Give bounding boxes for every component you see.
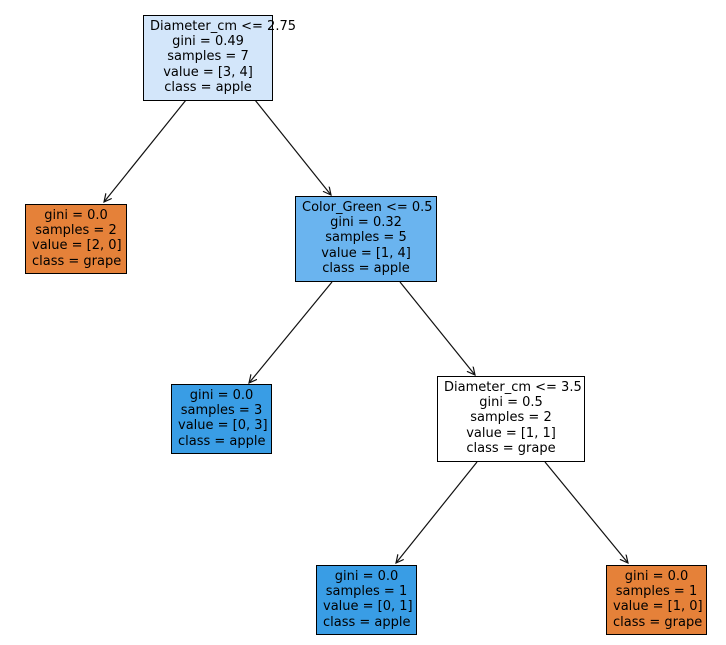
edge-right-right-to-left	[396, 461, 478, 563]
node-gini: gini = 0.32	[330, 215, 402, 231]
node-gini: gini = 0.49	[172, 34, 244, 50]
tree-node-left-leaf: gini = 0.0 samples = 2 value = [2, 0] cl…	[25, 204, 127, 274]
tree-node-root: Diameter_cm <= 2.75 gini = 0.49 samples …	[143, 15, 296, 101]
node-class: class = grape	[466, 440, 556, 456]
node-split-condition: Color_Green <= 0.5	[302, 200, 433, 215]
tree-node-right-right-right-leaf: gini = 0.0 samples = 1 value = [1, 0] cl…	[606, 565, 707, 635]
node-samples: samples = 1	[325, 584, 408, 600]
node-class: class = apple	[322, 260, 410, 276]
node-class: class = apple	[164, 79, 252, 95]
node-gini: gini = 0.0	[44, 208, 108, 223]
node-class: class = apple	[178, 433, 266, 449]
node-gini: gini = 0.0	[189, 388, 254, 403]
node-gini: gini = 0.0	[624, 569, 689, 584]
edge-root-to-right	[254, 99, 331, 195]
node-value: value = [2, 0]	[32, 238, 122, 254]
node-split-condition: Diameter_cm <= 2.75	[150, 19, 296, 34]
node-samples: samples = 5	[325, 230, 407, 246]
edge-right-right-to-right	[544, 461, 628, 563]
node-samples: samples = 1	[615, 584, 698, 600]
node-class: class = apple	[323, 614, 411, 630]
node-gini: gini = 0.5	[479, 395, 543, 411]
tree-node-right-left-leaf: gini = 0.0 samples = 3 value = [0, 3] cl…	[171, 384, 272, 454]
tree-node-right-right-left-leaf: gini = 0.0 samples = 1 value = [0, 1] cl…	[316, 565, 417, 635]
node-split-condition: Diameter_cm <= 3.5	[444, 380, 582, 395]
node-samples: samples = 2	[470, 410, 552, 426]
node-class: class = grape	[32, 253, 122, 269]
tree-node-right-right: Diameter_cm <= 3.5 gini = 0.5 samples = …	[437, 376, 585, 462]
node-value: value = [1, 1]	[466, 425, 556, 441]
tree-node-right: Color_Green <= 0.5 gini = 0.32 samples =…	[295, 196, 437, 282]
node-value: value = [3, 4]	[163, 64, 253, 80]
node-gini: gini = 0.0	[334, 569, 399, 584]
node-value: value = [0, 3]	[178, 418, 268, 434]
node-value: value = [1, 4]	[321, 245, 411, 261]
node-samples: samples = 7	[167, 49, 249, 65]
edge-right-to-right-right	[399, 281, 475, 375]
node-class: class = grape	[613, 614, 703, 630]
edge-right-to-right-left	[249, 281, 333, 383]
node-value: value = [0, 1]	[323, 599, 413, 615]
node-value: value = [1, 0]	[613, 599, 703, 615]
edge-root-to-left	[104, 99, 187, 202]
node-samples: samples = 3	[180, 403, 263, 419]
node-samples: samples = 2	[35, 223, 117, 239]
